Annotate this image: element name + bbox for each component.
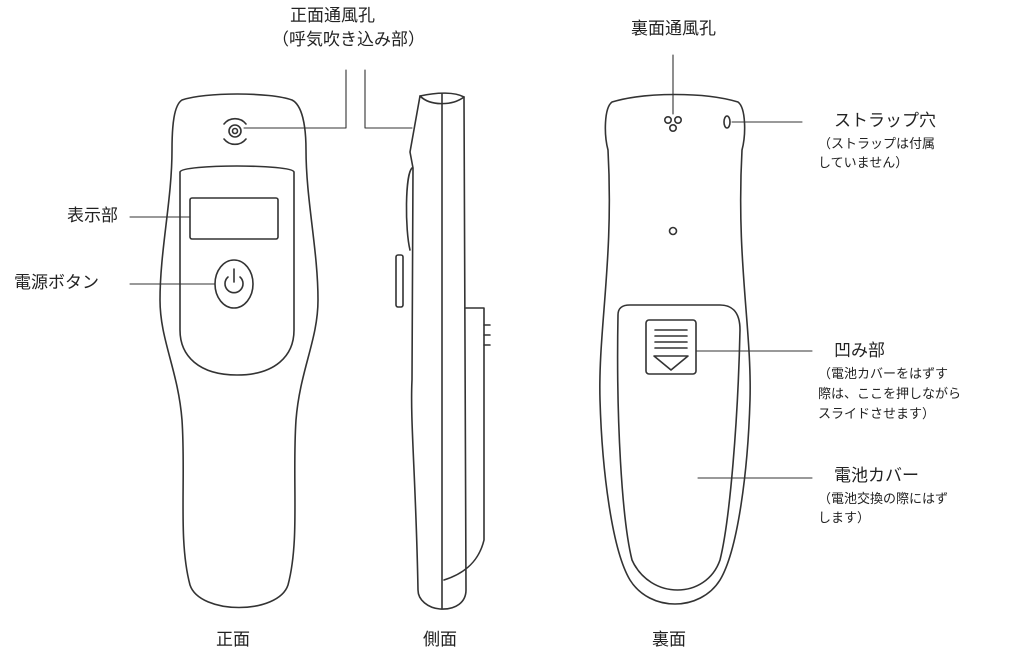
- side-power-button: [395, 254, 404, 308]
- power-icon: [224, 268, 244, 294]
- side-battery-cover: [443, 307, 485, 581]
- front-vent-sublabel: （呼気吹き込み部）: [272, 30, 425, 50]
- power-button[interactable]: [214, 259, 254, 309]
- front-vent-label: 正面通風孔: [290, 6, 375, 26]
- display-screen: [189, 197, 279, 240]
- display-label: 表示部: [67, 206, 118, 226]
- back-center-dot: [668, 226, 678, 236]
- front-body-outline: [159, 93, 319, 609]
- front-view-device: [159, 93, 319, 609]
- recess-note-line3: スライドさせます）: [818, 407, 936, 422]
- recess-note-line2: 際は、ここを押しながら: [818, 387, 962, 402]
- battery-cover-note-line2: します）: [818, 511, 871, 526]
- recess-label: 凹み部: [834, 341, 885, 361]
- strap-hole-label: ストラップ穴: [834, 111, 936, 131]
- leader-lines: [129, 54, 813, 479]
- view-caption-front: 正面: [216, 630, 250, 650]
- leader-front-vent: [243, 69, 347, 129]
- back-vent-holes: [663, 116, 682, 133]
- back-vent-label: 裏面通風孔: [631, 19, 716, 39]
- view-caption-back: 裏面: [652, 630, 686, 650]
- recess-note-line1: （電池カバーをはずす: [818, 367, 949, 382]
- battery-cover-outline: [616, 304, 741, 591]
- side-body-outline: [409, 92, 467, 610]
- side-view-device: [395, 92, 491, 610]
- recess-latch[interactable]: [645, 319, 697, 375]
- front-inner-panel: [179, 165, 295, 376]
- view-caption-side: 側面: [423, 630, 457, 650]
- battery-cover-note-line1: （電池交換の際にはず: [818, 492, 949, 507]
- power-button-label: 電源ボタン: [14, 273, 99, 293]
- back-view-device: [599, 93, 751, 605]
- back-body-outline: [599, 93, 751, 605]
- strap-hole-note-line2: していません）: [818, 156, 909, 171]
- strap-hole: [723, 115, 731, 129]
- side-top-cap: [419, 95, 465, 105]
- front-vent-icon: [223, 117, 247, 146]
- strap-hole-note-line1: （ストラップは付属: [818, 137, 936, 152]
- battery-cover-label: 電池カバー: [834, 466, 919, 486]
- side-front-bump: [405, 167, 413, 251]
- leader-side-vent: [364, 69, 413, 129]
